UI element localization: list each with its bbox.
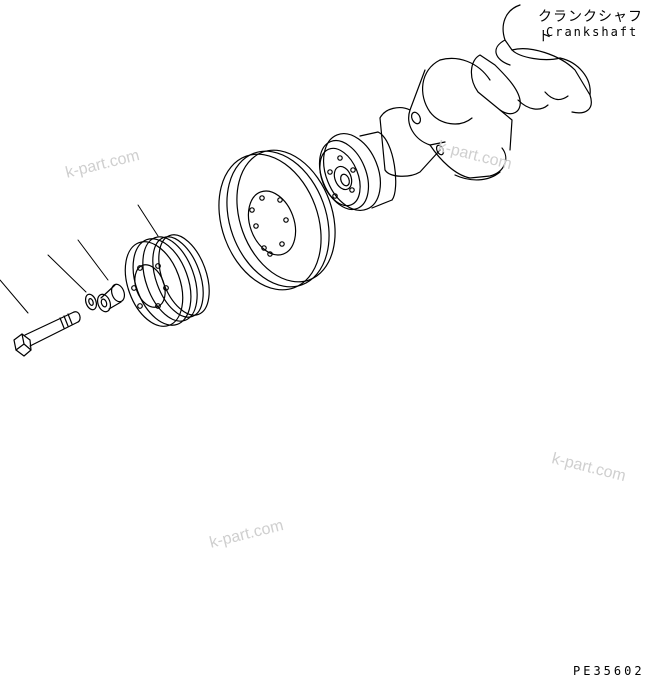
- figure-number: PE35602: [573, 664, 645, 678]
- crankshaft-label-jp: クランクシャフト: [538, 9, 643, 45]
- crankshaft-label-en: Crankshaft: [546, 25, 639, 39]
- spacer: [95, 282, 126, 313]
- crank-gear: [310, 125, 396, 219]
- washer: [84, 293, 99, 311]
- crank-pulley: [115, 228, 220, 334]
- damper: [201, 136, 353, 304]
- bolt: [14, 312, 80, 356]
- leader-lines: [0, 205, 158, 313]
- crankshaft: [380, 5, 591, 180]
